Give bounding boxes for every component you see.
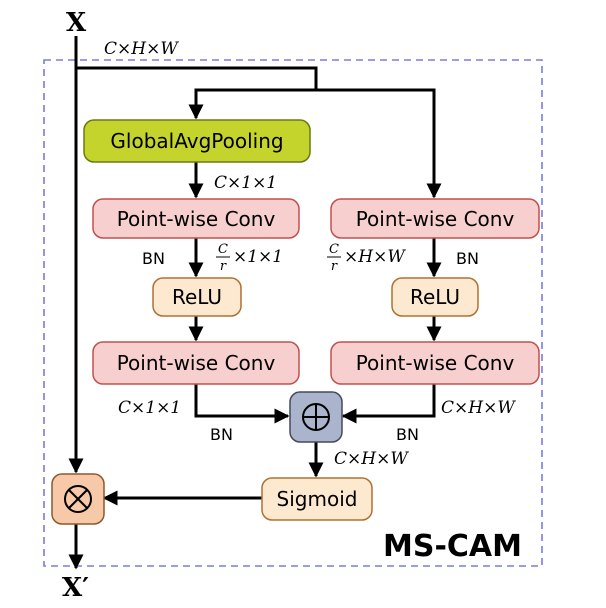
right-reduced-tail: ×H×W <box>344 247 406 267</box>
branch-split <box>76 66 318 90</box>
bn-right-2: BN <box>396 425 419 444</box>
sigmoid-block: Sigmoid <box>261 477 373 521</box>
output-label: X′ <box>62 573 89 603</box>
left-frac-num: C <box>218 242 228 257</box>
sigmoid-label: Sigmoid <box>277 487 358 511</box>
right-conv2-label: Point-wise Conv <box>356 351 515 375</box>
right-frac-den: r <box>331 259 338 274</box>
left-conv1-label: Point-wise Conv <box>117 207 276 231</box>
add-operator <box>289 391 343 443</box>
right-reduced-dims: C r ×H×W <box>327 242 406 274</box>
right-relu-block: ReLU <box>391 277 479 317</box>
left-conv2-label: Point-wise Conv <box>117 351 276 375</box>
right-conv1-block: Point-wise Conv <box>330 198 540 239</box>
left-reduced-tail: ×1×1 <box>233 247 283 267</box>
right-frac-num: C <box>329 242 339 257</box>
left-conv1-block: Point-wise Conv <box>92 198 300 239</box>
right-conv1-label: Point-wise Conv <box>356 207 515 231</box>
input-dims-label: C×H×W <box>104 39 179 59</box>
to-right-conv1-arrow <box>316 88 442 199</box>
bn-left-2: BN <box>210 425 233 444</box>
right-conv2-to-add-arrow <box>341 384 436 424</box>
gap-out-dims: C×1×1 <box>214 173 277 193</box>
right-conv2-block: Point-wise Conv <box>330 341 540 385</box>
to-gap-arrow <box>188 88 316 120</box>
right-relu-label: ReLU <box>410 285 460 309</box>
left-relu-label: ReLU <box>172 285 222 309</box>
gap-label: GlobalAvgPooling <box>110 129 283 153</box>
left-reduced-dims: C r ×1×1 <box>216 242 283 274</box>
left-conv2-block: Point-wise Conv <box>92 341 300 385</box>
bn-right-1: BN <box>456 249 479 268</box>
module-border <box>43 59 543 567</box>
right-conv2-out-dims: C×H×W <box>441 398 516 418</box>
gap-block: GlobalAvgPooling <box>83 119 311 163</box>
add-out-dims: C×H×W <box>334 449 409 469</box>
left-relu-block: ReLU <box>152 277 242 317</box>
connectors <box>68 36 442 570</box>
module-title: MS-CAM <box>383 529 522 564</box>
left-frac-den: r <box>220 259 227 274</box>
left-conv2-to-add-arrow <box>194 384 290 424</box>
multiply-operator <box>51 473 105 525</box>
left-conv2-out-dims: C×1×1 <box>118 398 181 418</box>
bn-left-1: BN <box>142 249 165 268</box>
input-label: X <box>66 8 87 38</box>
